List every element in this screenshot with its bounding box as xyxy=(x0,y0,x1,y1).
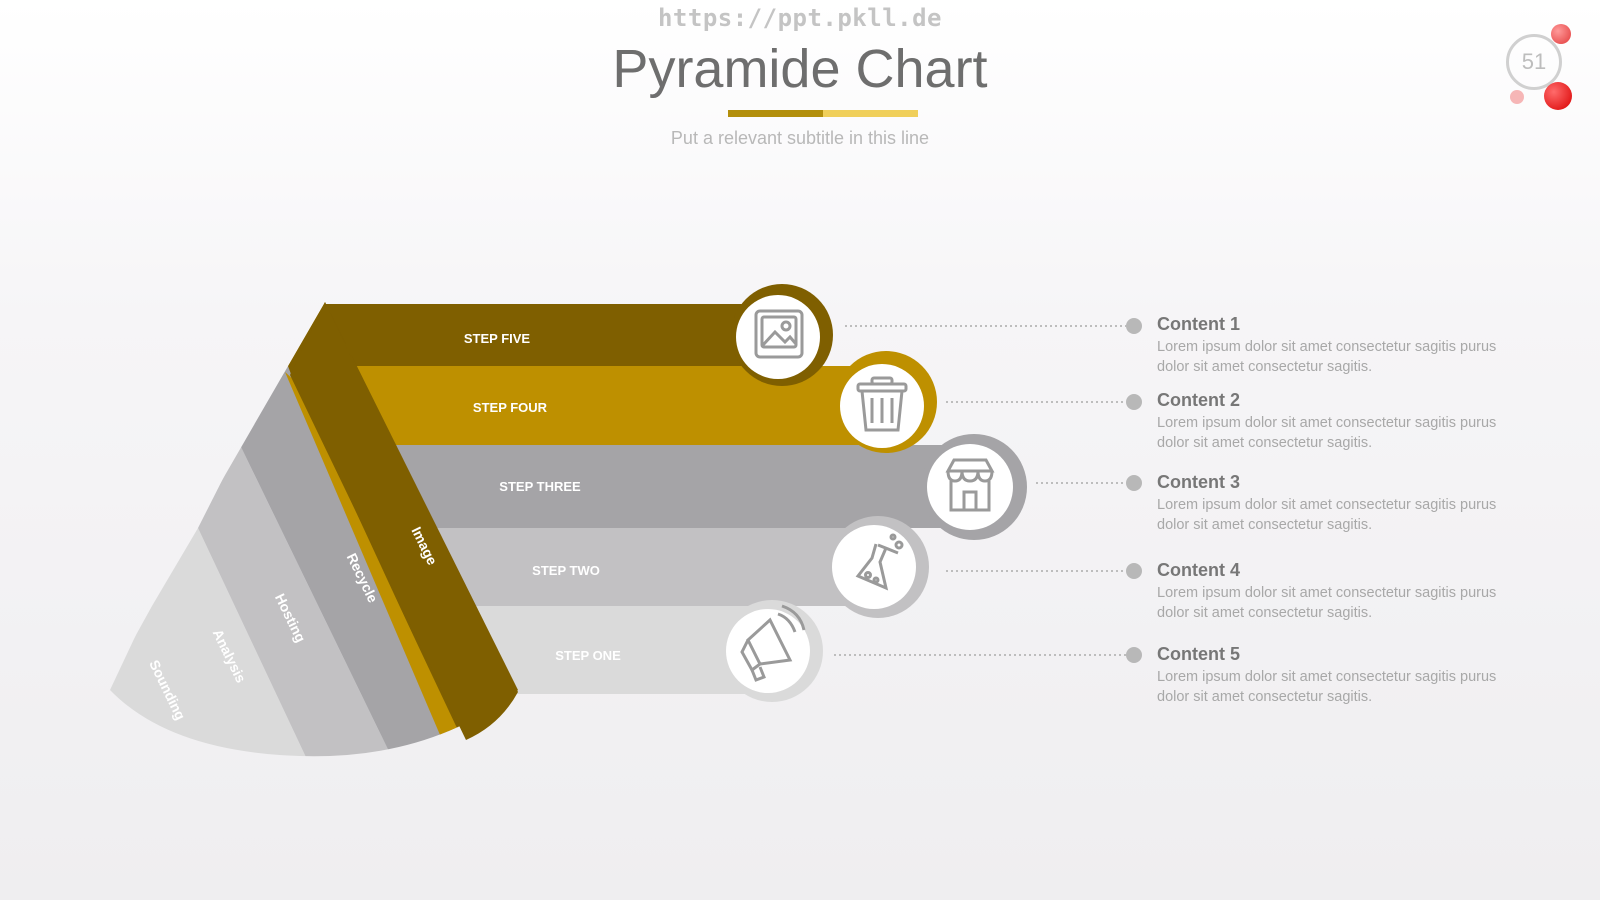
content-text-4: Lorem ipsum dolor sit amet consectetur s… xyxy=(1157,585,1497,621)
band-image-front xyxy=(290,302,518,740)
watermark-url: https://ppt.pkll.de xyxy=(657,4,943,32)
content-text-3: Lorem ipsum dolor sit amet consectetur s… xyxy=(1157,497,1497,533)
content-heading-4: Content 4 xyxy=(1157,560,1240,580)
content-text-1: Lorem ipsum dolor sit amet consectetur s… xyxy=(1157,339,1497,375)
content-block-2: Content 2 Lorem ipsum dolor sit amet con… xyxy=(1157,390,1497,453)
content-block-3: Content 3 Lorem ipsum dolor sit amet con… xyxy=(1157,472,1497,535)
step-label-two: STEP TWO xyxy=(532,563,600,578)
bar-step-four xyxy=(350,366,880,445)
content-block-4: Content 4 Lorem ipsum dolor sit amet con… xyxy=(1157,560,1497,623)
title-underline-dark xyxy=(728,110,823,117)
decor-dot-large xyxy=(1544,82,1572,110)
connector-dot-4 xyxy=(1126,563,1142,579)
step-label-four: STEP FOUR xyxy=(473,400,548,415)
image-icon xyxy=(754,309,804,359)
bar-step-two xyxy=(430,528,860,606)
icon-circle-four xyxy=(835,351,937,453)
content-heading-5: Content 5 xyxy=(1157,644,1240,664)
bar-step-five xyxy=(325,304,780,366)
megaphone-icon xyxy=(740,604,806,682)
page-subtitle: Put a relevant subtitle in this line xyxy=(670,128,930,148)
decor-dot-small xyxy=(1551,24,1571,44)
content-heading-1: Content 1 xyxy=(1157,314,1240,334)
step-label-one: STEP ONE xyxy=(555,648,621,663)
icon-circle-two xyxy=(827,516,929,618)
step-label-five: STEP FIVE xyxy=(464,331,531,346)
connector-dot-2 xyxy=(1126,394,1142,410)
icon-circle-one xyxy=(721,600,823,702)
step-label-three: STEP THREE xyxy=(499,479,581,494)
icon-circle-five xyxy=(731,284,833,386)
content-heading-3: Content 3 xyxy=(1157,472,1240,492)
content-text-2: Lorem ipsum dolor sit amet consectetur s… xyxy=(1157,415,1497,451)
decor-dot-faint xyxy=(1510,90,1524,104)
band-sounding xyxy=(110,528,312,757)
band-analysis xyxy=(198,445,398,757)
band-hosting xyxy=(240,366,465,757)
content-block-5: Content 5 Lorem ipsum dolor sit amet con… xyxy=(1157,644,1497,707)
connector-dot-1 xyxy=(1126,318,1142,334)
bar-step-one xyxy=(470,606,770,694)
store-icon xyxy=(945,458,995,512)
connector-dot-3 xyxy=(1126,475,1142,491)
content-text-5: Lorem ipsum dolor sit amet consectetur s… xyxy=(1157,669,1497,705)
flask-icon xyxy=(855,533,904,591)
bar-step-three xyxy=(390,445,960,528)
page-number: 51 xyxy=(1506,34,1562,90)
content-heading-2: Content 2 xyxy=(1157,390,1240,410)
title-underline-light xyxy=(823,110,918,117)
connector-dot-5 xyxy=(1126,647,1142,663)
icon-circle-three xyxy=(921,434,1027,540)
connector-dots xyxy=(1126,318,1142,663)
content-block-1: Content 1 Lorem ipsum dolor sit amet con… xyxy=(1157,314,1497,377)
page-title: Pyramide Chart xyxy=(612,39,988,99)
trash-icon xyxy=(856,376,908,432)
connector-lines xyxy=(834,325,1126,656)
